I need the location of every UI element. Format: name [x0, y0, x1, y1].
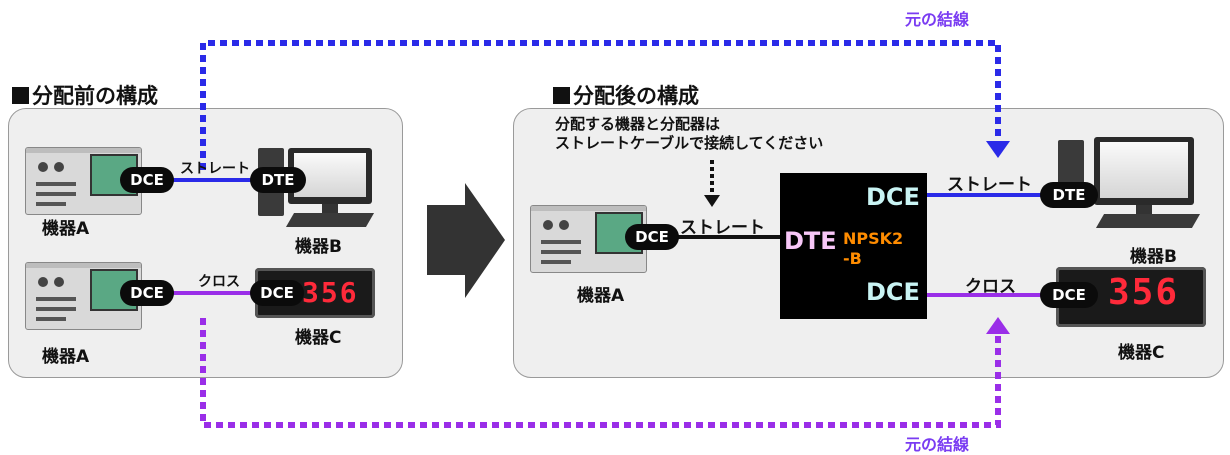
- before-dce-port-a-top: DCE: [120, 167, 174, 193]
- after-straight-out-label: ストレート: [947, 175, 1032, 195]
- after-device-b-label: 機器B: [1130, 247, 1177, 267]
- after-note-line1: 分配する機器と分配器は: [555, 115, 721, 133]
- splitter-dce-top-port: DCE: [866, 183, 920, 211]
- square-bullet-icon: [12, 87, 29, 104]
- after-device-b-keyboard-icon: [1095, 214, 1201, 228]
- after-note: 分配する機器と分配器は ストレートケーブルで接続してください: [555, 115, 823, 153]
- after-dce-port-c: DCE: [1040, 282, 1098, 308]
- after-title-text: 分配後の構成: [573, 84, 699, 108]
- device-b-keyboard-icon: [285, 213, 375, 227]
- square-bullet-icon: [553, 87, 570, 104]
- before-title-text: 分配前の構成: [32, 84, 158, 108]
- original-wiring-bottom-label: 元の結線: [905, 435, 970, 454]
- device-b-monitor-stand: [322, 204, 338, 214]
- before-straight-label: ストレート: [180, 161, 250, 177]
- before-dte-port-b: DTE: [250, 167, 306, 193]
- splitter-model-line2: -B: [843, 249, 862, 268]
- after-dte-port-b: DTE: [1040, 182, 1098, 208]
- device-a-bottom-machine-icon: [25, 262, 142, 330]
- original-wiring-top-path: [200, 40, 1001, 170]
- after-note-line2: ストレートケーブルで接続してください: [555, 134, 824, 152]
- device-a-bottom-label: 機器A: [42, 347, 90, 367]
- big-right-arrow-icon: [427, 183, 505, 298]
- after-dce-port-a: DCE: [625, 224, 679, 250]
- splitter-dce-bottom-port: DCE: [866, 278, 920, 306]
- device-c-display-digits: 356: [302, 276, 359, 309]
- splitter-dte-port: DTE: [784, 227, 837, 255]
- original-wiring-top-arrowhead: [986, 141, 1010, 158]
- after-cross-label: クロス: [965, 277, 1016, 297]
- device-b-label: 機器B: [295, 237, 342, 257]
- before-dce-port-a-bottom: DCE: [120, 280, 174, 306]
- after-device-c-display-digits: 356: [1108, 272, 1180, 313]
- original-wiring-top-label: 元の結線: [905, 10, 970, 29]
- device-a-top-label: 機器A: [42, 219, 90, 239]
- splitter-model-line1: NPSK2: [843, 229, 904, 248]
- after-device-a-label: 機器A: [577, 286, 625, 306]
- after-device-b-monitor-icon: [1094, 137, 1194, 205]
- before-title: 分配前の構成: [12, 80, 158, 110]
- before-dce-port-c: DCE: [250, 280, 304, 306]
- original-wiring-bottom-path: [200, 318, 1001, 428]
- after-straight-in-label: ストレート: [680, 218, 765, 238]
- before-cross-label: クロス: [198, 274, 240, 290]
- after-device-b-monitor-stand: [1136, 205, 1152, 215]
- after-title: 分配後の構成: [553, 80, 699, 110]
- splitter-device: DCE DTE NPSK2 -B DCE: [780, 173, 927, 319]
- note-arrowhead: [704, 195, 720, 207]
- original-wiring-bottom-arrowhead: [986, 317, 1010, 334]
- device-c-label: 機器C: [295, 328, 342, 348]
- splitter-model-label: NPSK2 -B: [843, 229, 903, 269]
- after-device-c-label: 機器C: [1118, 343, 1165, 363]
